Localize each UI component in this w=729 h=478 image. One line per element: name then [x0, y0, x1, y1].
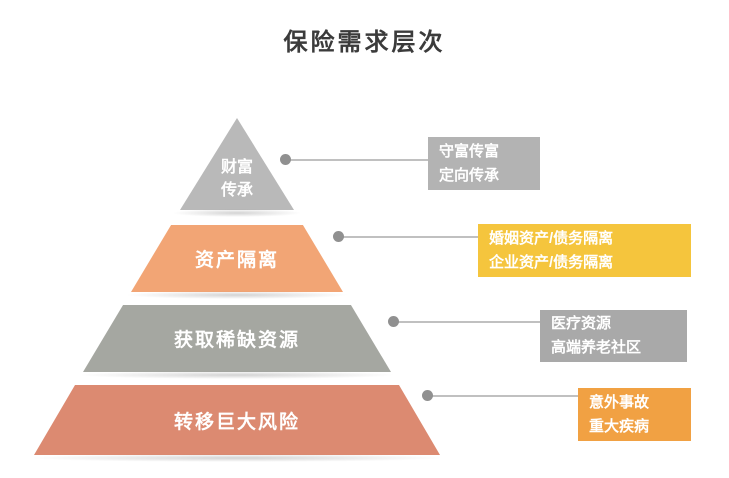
pyramid-level-label: 资产隔离: [194, 250, 279, 271]
connector-dot: [422, 390, 433, 401]
pyramid-level-label: 财富 传承: [220, 158, 253, 199]
diagram-title: 保险需求层次: [283, 29, 446, 56]
level-shadow: [28, 454, 446, 462]
pyramid-level-scarce-resources: 获取稀缺资源: [83, 305, 391, 372]
pyramid-level-label: 获取稀缺资源: [173, 330, 300, 351]
level-shadow: [125, 291, 349, 299]
annotation-label: 婚姻资产/债务隔离 企业资产/债务隔离: [489, 229, 614, 271]
level-shadow: [172, 209, 302, 217]
connector-line: [394, 321, 540, 323]
level-shadow: [77, 371, 397, 379]
pyramid-level-risk-transfer: 转移巨大风险: [34, 385, 440, 455]
connector-line: [286, 159, 428, 161]
annotation-label: 医疗资源 高端养老社区: [551, 315, 642, 356]
annotation-label: 意外事故 重大疾病: [589, 393, 650, 435]
pyramid-level-wealth-inheritance: 财富 传承: [180, 118, 294, 210]
connector-dot: [388, 316, 399, 327]
connector-line: [428, 395, 578, 397]
annotation-box-resource: 医疗资源 高端养老社区: [540, 310, 687, 362]
connector-dot: [333, 231, 344, 242]
pyramid-level-asset-isolation: 资产隔离: [131, 225, 343, 292]
annotation-box-asset: 婚姻资产/债务隔离 企业资产/债务隔离: [478, 224, 691, 277]
annotation-label: 守富传富 定向传承: [439, 142, 500, 184]
pyramid-level-label: 转移巨大风险: [173, 411, 300, 433]
connector-dot: [280, 154, 291, 165]
connector-line: [339, 236, 478, 238]
annotation-box-risk: 意外事故 重大疾病: [578, 388, 691, 441]
annotation-box-wealth: 守富传富 定向传承: [428, 137, 540, 190]
